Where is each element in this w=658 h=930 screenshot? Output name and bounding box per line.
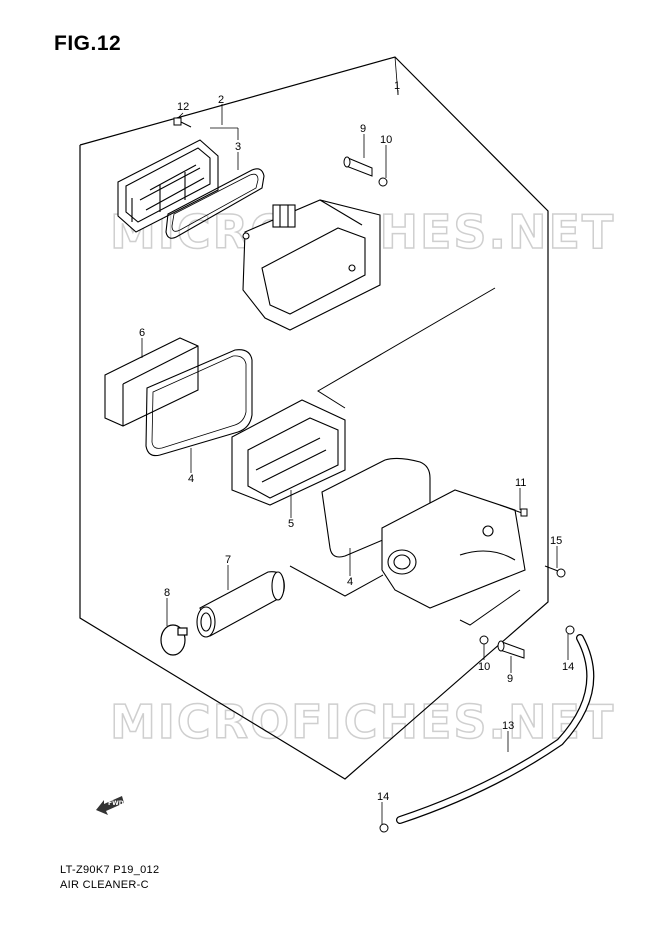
caption-model: LT-Z90K7 P19_012 xyxy=(60,864,160,876)
callout-8: 8 xyxy=(164,587,170,599)
clip-14-upper xyxy=(565,625,575,635)
callout-9-lower: 9 xyxy=(507,673,513,685)
figure-title: FIG.12 xyxy=(54,32,122,55)
callout-4-upper: 4 xyxy=(188,473,194,485)
callout-11: 11 xyxy=(515,477,526,489)
clamp-8 xyxy=(160,624,188,656)
clip-10-upper xyxy=(378,177,388,187)
cap-gasket-inner xyxy=(171,173,259,232)
inner-frame-line-2 xyxy=(289,565,384,597)
callout-3: 3 xyxy=(235,141,241,153)
gasket-4-lower xyxy=(321,457,431,558)
breather-hose-inner xyxy=(397,635,593,823)
leader-lines xyxy=(141,56,569,824)
gasket-4-upper xyxy=(145,349,253,457)
air-cleaner-cap xyxy=(117,139,219,233)
bolt-15 xyxy=(544,565,566,578)
callout-7: 7 xyxy=(225,554,231,566)
watermark-bottom: MICROFICHES.NET xyxy=(110,695,615,749)
caption-section: AIR CLEANER-C xyxy=(60,879,149,891)
clip-10-lower xyxy=(479,635,489,645)
callout-14-upper: 14 xyxy=(562,661,574,673)
drain-tube-9-lower xyxy=(497,640,525,659)
callout-9-upper: 9 xyxy=(360,123,366,135)
callout-5: 5 xyxy=(288,518,294,530)
air-cleaner-upper-case xyxy=(242,199,381,331)
callout-13: 13 xyxy=(502,720,514,732)
callout-10-lower: 10 xyxy=(478,661,490,673)
inner-frame-line-3 xyxy=(459,589,521,626)
callout-1: 1 xyxy=(394,80,400,92)
inner-frame-line xyxy=(317,287,496,409)
callout-10-upper: 10 xyxy=(380,134,392,146)
cap-gasket xyxy=(165,168,265,239)
screw-12 xyxy=(173,117,192,128)
callout-2: 2 xyxy=(218,94,224,106)
intake-boot xyxy=(196,571,285,638)
callout-12: 12 xyxy=(177,101,189,113)
fwd-label: FWD xyxy=(108,800,124,807)
bolt-11 xyxy=(499,504,528,517)
filter-element xyxy=(104,337,199,427)
callout-6: 6 xyxy=(139,327,145,339)
gasket-4-upper-inner xyxy=(151,355,247,449)
air-cleaner-lower-case xyxy=(381,489,526,609)
callout-14-lower: 14 xyxy=(377,791,389,803)
fwd-arrow-icon: FWD xyxy=(96,796,124,815)
drain-tube-9-upper xyxy=(343,156,373,177)
clip-14-lower xyxy=(379,823,389,833)
callout-15: 15 xyxy=(550,535,562,547)
filter-plate xyxy=(231,399,346,506)
callout-4-lower: 4 xyxy=(347,576,353,588)
